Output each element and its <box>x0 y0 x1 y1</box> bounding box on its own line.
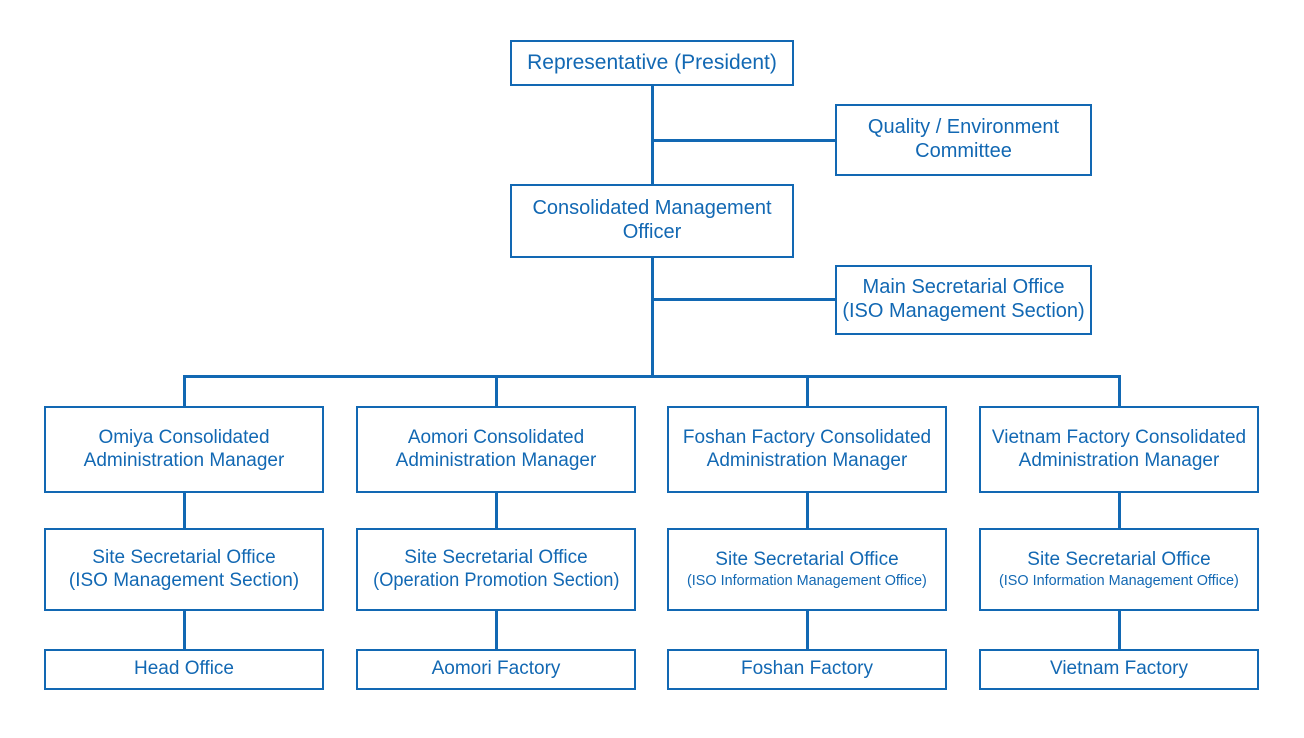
node-foshan-factory[interactable]: Foshan Factory <box>667 649 947 690</box>
node-col3-site-secretarial-office-title: Site Secretarial Office <box>715 549 899 571</box>
node-omiya-manager-line1: Omiya Consolidated <box>98 427 270 449</box>
connector-bus-to-col1 <box>183 375 186 406</box>
node-aomori-consolidated-administration-manager[interactable]: Aomori Consolidated Administration Manag… <box>356 406 636 493</box>
node-col2-site-secretarial-office-subtitle: (Operation Promotion Section) <box>372 569 620 591</box>
connector-distribution-bus <box>183 375 1121 378</box>
node-vietnam-factory[interactable]: Vietnam Factory <box>979 649 1259 690</box>
node-foshan-manager-line2: Administration Manager <box>706 449 908 471</box>
node-aomori-factory-title: Aomori Factory <box>431 658 561 680</box>
node-omiya-consolidated-administration-manager[interactable]: Omiya Consolidated Administration Manage… <box>44 406 324 493</box>
connector-trunk-to-quality-committee <box>651 139 837 142</box>
node-col1-site-secretarial-office[interactable]: Site Secretarial Office (ISO Management … <box>44 528 324 611</box>
node-head-office-title: Head Office <box>134 658 234 680</box>
connector-trunk-to-main-secretarial <box>651 298 837 301</box>
node-col4-site-secretarial-office-title: Site Secretarial Office <box>1027 549 1211 571</box>
connector-bus-to-col4 <box>1118 375 1121 406</box>
node-col3-site-secretarial-office[interactable]: Site Secretarial Office (ISO Information… <box>667 528 947 611</box>
node-col1-site-secretarial-office-title: Site Secretarial Office <box>92 547 276 569</box>
node-vietnam-factory-title: Vietnam Factory <box>1050 658 1188 680</box>
node-vietnam-manager-line2: Administration Manager <box>1018 449 1220 471</box>
node-aomori-manager-line2: Administration Manager <box>395 449 597 471</box>
node-main-secretarial-office[interactable]: Main Secretarial Office (ISO Management … <box>835 265 1092 335</box>
node-quality-environment-committee[interactable]: Quality / Environment Committee <box>835 104 1092 176</box>
node-col3-site-secretarial-office-subtitle: (ISO Information Management Office) <box>687 571 927 589</box>
connector-col2-manager-to-office <box>495 492 498 528</box>
connector-col1-manager-to-office <box>183 492 186 528</box>
node-quality-environment-committee-line2: Committee <box>915 140 1012 162</box>
node-consolidated-management-officer-line2: Officer <box>622 221 682 243</box>
connector-col1-office-to-site <box>183 610 186 649</box>
node-col2-site-secretarial-office-title: Site Secretarial Office <box>404 547 588 569</box>
connector-col3-manager-to-office <box>806 492 809 528</box>
node-col2-site-secretarial-office[interactable]: Site Secretarial Office (Operation Promo… <box>356 528 636 611</box>
node-foshan-factory-consolidated-administration-manager[interactable]: Foshan Factory Consolidated Administrati… <box>667 406 947 493</box>
node-head-office[interactable]: Head Office <box>44 649 324 690</box>
node-consolidated-management-officer-line1: Consolidated Management <box>532 197 772 220</box>
connector-col3-office-to-site <box>806 610 809 649</box>
connector-bus-to-col2 <box>495 375 498 406</box>
node-representative-title: Representative (President) <box>527 50 777 74</box>
connector-col4-manager-to-office <box>1118 492 1121 528</box>
connector-bus-to-col3 <box>806 375 809 406</box>
node-foshan-manager-line1: Foshan Factory Consolidated <box>682 427 932 449</box>
node-col1-site-secretarial-office-subtitle: (ISO Management Section) <box>68 569 300 591</box>
node-foshan-factory-title: Foshan Factory <box>741 658 873 680</box>
node-col4-site-secretarial-office[interactable]: Site Secretarial Office (ISO Information… <box>979 528 1259 611</box>
node-vietnam-manager-line1: Vietnam Factory Consolidated <box>991 427 1247 449</box>
node-omiya-manager-line2: Administration Manager <box>83 449 285 471</box>
node-main-secretarial-office-subtitle: (ISO Management Section) <box>842 300 1085 322</box>
node-col4-site-secretarial-office-subtitle: (ISO Information Management Office) <box>999 571 1239 589</box>
node-quality-environment-committee-line1: Quality / Environment <box>867 116 1060 139</box>
node-consolidated-management-officer[interactable]: Consolidated Management Officer <box>510 184 794 258</box>
connector-col2-office-to-site <box>495 610 498 649</box>
node-vietnam-factory-consolidated-administration-manager[interactable]: Vietnam Factory Consolidated Administrat… <box>979 406 1259 493</box>
node-representative[interactable]: Representative (President) <box>510 40 794 86</box>
node-main-secretarial-office-title: Main Secretarial Office <box>862 276 1065 299</box>
node-aomori-manager-line1: Aomori Consolidated <box>407 427 585 449</box>
connector-col4-office-to-site <box>1118 610 1121 649</box>
node-aomori-factory[interactable]: Aomori Factory <box>356 649 636 690</box>
